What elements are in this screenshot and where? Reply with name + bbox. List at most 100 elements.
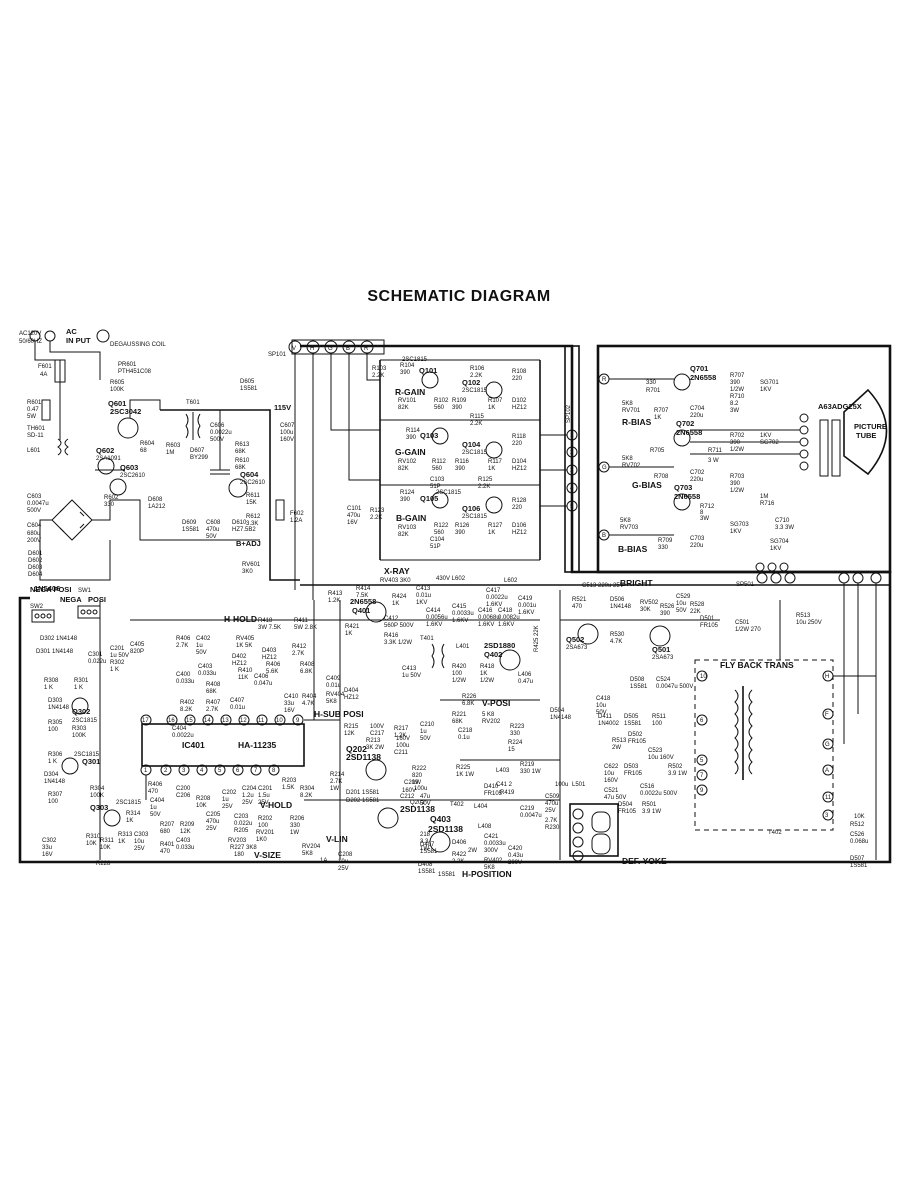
svg-text:C419: C419 [518, 596, 533, 602]
ic-pin-5: 5 [218, 768, 222, 774]
svg-text:R425 22K: R425 22K [534, 625, 540, 652]
svg-text:R602: R602 [104, 495, 119, 501]
svg-text:2W: 2W [468, 848, 477, 854]
svg-text:C101: C101 [347, 506, 362, 512]
f601-value: 4A [40, 372, 47, 378]
svg-text:Q402: Q402 [484, 650, 502, 659]
svg-text:50V: 50V [206, 534, 217, 540]
svg-text:330 1W: 330 1W [520, 769, 541, 775]
svg-text:C604: C604 [27, 523, 42, 529]
svg-text:Q104: Q104 [462, 440, 481, 449]
def-yoke-box [569, 803, 619, 857]
svg-text:3.3: 3.3 [420, 839, 429, 845]
svg-text:RV403 3K0: RV403 3K0 [380, 578, 411, 584]
svg-text:NEGA: NEGA [60, 595, 82, 604]
xray-bright-section: X-RAY RV403 3K0 430V L602 BRIGHT C513 22… [300, 566, 890, 661]
svg-text:R702: R702 [730, 433, 745, 439]
vertical-section: R406 470 C404 1u 50V C200 C206 R208 10K … [148, 778, 353, 872]
svg-text:D502: D502 [628, 732, 643, 738]
svg-text:RV601: RV601 [242, 562, 261, 568]
svg-text:1N4148: 1N4148 [550, 715, 572, 721]
svg-text:RV702: RV702 [622, 463, 641, 469]
svg-text:R302: R302 [110, 660, 125, 666]
svg-text:C524: C524 [656, 677, 671, 683]
svg-text:C417: C417 [486, 588, 501, 594]
svg-text:2.7K: 2.7K [545, 818, 557, 824]
svg-text:160V: 160V [280, 437, 294, 443]
diode-d604: D604 [28, 572, 43, 578]
main-frame [18, 344, 892, 864]
svg-text:100: 100 [258, 823, 269, 829]
svg-text:C501: C501 [735, 620, 750, 626]
svg-text:50V: 50V [196, 650, 207, 656]
svg-text:220: 220 [512, 505, 523, 511]
svg-text:R611: R611 [246, 493, 261, 499]
svg-text:C206: C206 [176, 793, 191, 799]
svg-text:200V: 200V [508, 860, 522, 866]
svg-text:C203: C203 [234, 814, 249, 820]
svg-text:820P: 820P [130, 649, 144, 655]
svg-text:F602: F602 [290, 511, 304, 517]
svg-text:R701: R701 [646, 388, 661, 394]
ic-pin-2: 2 [164, 768, 168, 774]
g-bias-label: G-BIAS [632, 480, 662, 490]
v-posi-label: V-POSI [482, 698, 510, 708]
svg-text:T402: T402 [768, 830, 782, 836]
svg-text:R102: R102 [434, 398, 449, 404]
svg-text:R124: R124 [400, 490, 415, 496]
svg-text:0.01u: 0.01u [416, 593, 431, 599]
svg-text:L408: L408 [478, 824, 492, 830]
svg-text:C402: C402 [196, 636, 211, 642]
svg-text:2.7K: 2.7K [176, 643, 188, 649]
svg-text:1N4148: 1N4148 [44, 779, 66, 785]
svg-text:R221: R221 [452, 712, 467, 718]
svg-text:50V: 50V [420, 801, 431, 807]
svg-text:9: 9 [700, 788, 704, 794]
svg-text:1.6KV: 1.6KV [426, 622, 442, 628]
sp101-pin-b: B [346, 346, 350, 352]
svg-text:Q302: Q302 [72, 707, 90, 716]
svg-text:R125: R125 [478, 477, 493, 483]
svg-text:1.5u: 1.5u [258, 793, 270, 799]
pr601-label: PR601 [118, 362, 137, 368]
svg-text:8.2K: 8.2K [180, 707, 192, 713]
svg-text:10u: 10u [338, 859, 348, 865]
svg-text:1W: 1W [420, 846, 429, 852]
svg-text:D607: D607 [190, 448, 205, 454]
svg-text:R128: R128 [512, 498, 527, 504]
svg-text:1.6KV: 1.6KV [498, 622, 514, 628]
svg-text:16V: 16V [284, 708, 295, 714]
svg-text:D202 1S581: D202 1S581 [346, 798, 380, 804]
svg-text:C201: C201 [258, 786, 273, 792]
svg-text:390: 390 [400, 497, 411, 503]
svg-text:2SC3042: 2SC3042 [110, 407, 141, 416]
svg-text:2SC2610: 2SC2610 [120, 473, 146, 479]
diode-d602: D602 [28, 558, 43, 564]
svg-text:5W 2.8K: 5W 2.8K [294, 625, 317, 631]
svg-text:D501: D501 [700, 616, 715, 622]
svg-text:470: 470 [148, 789, 159, 795]
svg-text:L404: L404 [474, 804, 488, 810]
svg-text:51P: 51P [430, 544, 441, 550]
svg-text:1KV: 1KV [760, 433, 771, 439]
svg-text:330: 330 [290, 823, 301, 829]
svg-text:C413: C413 [402, 666, 417, 672]
svg-text:R303: R303 [72, 726, 87, 732]
svg-text:Q703: Q703 [674, 483, 692, 492]
svg-text:R414: R414 [356, 586, 371, 592]
svg-text:SG701: SG701 [760, 380, 779, 386]
svg-text:10K: 10K [854, 814, 865, 820]
svg-text:RV405: RV405 [236, 636, 255, 642]
svg-text:1W: 1W [290, 830, 299, 836]
svg-text:50V: 50V [420, 736, 431, 742]
svg-text:FR105: FR105 [628, 739, 647, 745]
svg-text:SG702: SG702 [760, 440, 779, 446]
svg-text:R710: R710 [730, 394, 745, 400]
svg-text:5K8: 5K8 [326, 699, 337, 705]
q502-transistor [577, 623, 599, 645]
svg-text:C421: C421 [484, 834, 499, 840]
svg-text:R208: R208 [196, 796, 211, 802]
svg-text:0.022u: 0.022u [88, 659, 106, 665]
svg-text:15K: 15K [246, 500, 257, 506]
svg-text:1S581: 1S581 [850, 863, 868, 869]
